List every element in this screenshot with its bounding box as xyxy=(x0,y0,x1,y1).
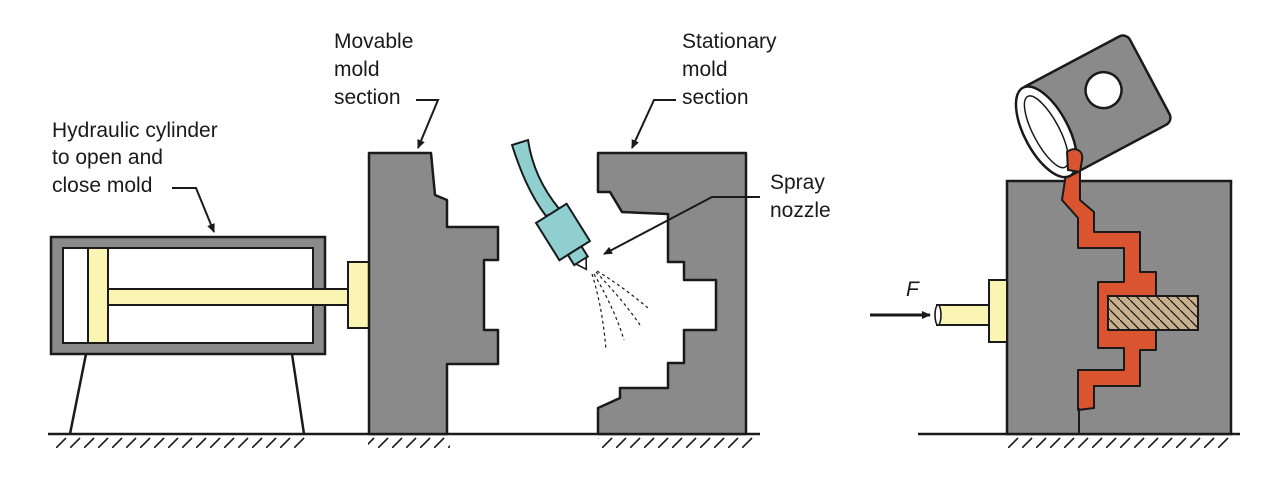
movable-mold-label: Movable mold section xyxy=(334,30,419,109)
core-insert xyxy=(1107,295,1199,331)
stationary-mold-section xyxy=(596,151,748,436)
stationary-mold-label: Stationary mold section xyxy=(682,30,782,109)
movable-mold-section xyxy=(367,151,500,436)
force-label: F xyxy=(906,278,920,301)
pouring-stream xyxy=(1065,148,1084,174)
piston xyxy=(87,247,109,344)
spray-nozzle xyxy=(510,138,649,351)
label-leaders xyxy=(172,99,760,255)
piston-rod xyxy=(107,288,349,306)
ground-line-right xyxy=(918,432,1240,448)
hydraulic-cylinder xyxy=(49,235,372,356)
cylinder-stand xyxy=(68,353,306,435)
injection-plunger xyxy=(934,279,1008,343)
spray-hose xyxy=(510,138,562,218)
ground-line-left xyxy=(48,432,760,448)
rod-platen xyxy=(347,261,372,329)
hydraulic-cylinder-label: Hydraulic cylinder to open and close mol… xyxy=(52,119,224,197)
spray-mist xyxy=(591,270,649,351)
pouring-ladle xyxy=(1014,34,1172,179)
molten-metal-cavity xyxy=(1061,154,1157,411)
spray-nozzle-label: Spray nozzle xyxy=(770,171,831,222)
